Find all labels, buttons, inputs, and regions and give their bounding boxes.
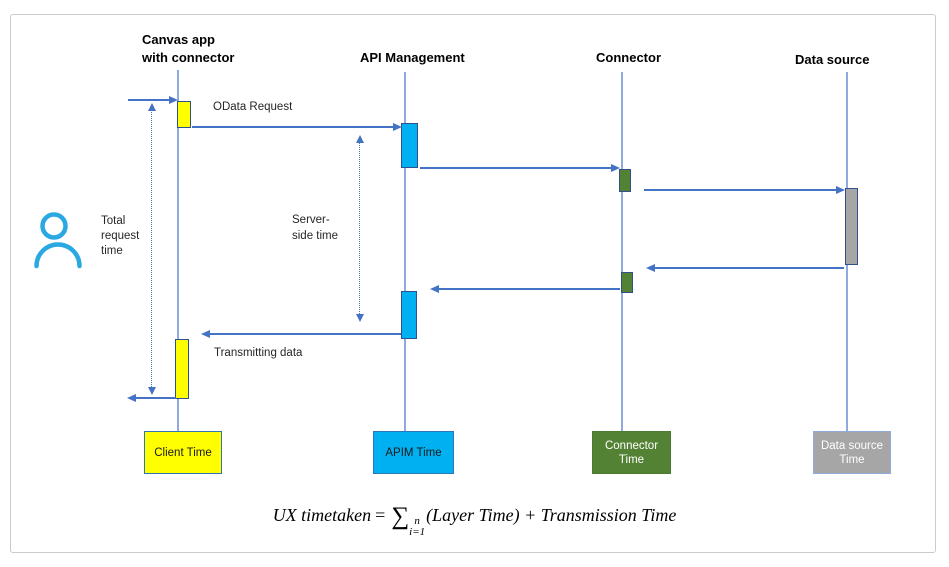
- legend-client-time-label: Client Time: [154, 446, 212, 459]
- legend-data-source-time-label: Data source Time: [820, 439, 883, 466]
- activation-apim-response: [401, 291, 417, 339]
- activation-connector-request: [619, 169, 631, 192]
- label-transmitting-data: Transmitting data: [214, 347, 303, 359]
- legend-client-time: Client Time: [144, 431, 222, 474]
- legend-connector-time-label: Connector Time: [604, 439, 659, 466]
- diagram-frame: [10, 14, 936, 553]
- activation-client-request: [177, 101, 191, 128]
- formula-lhs: UX timetaken: [272, 505, 372, 525]
- dimension-server-side-time: [355, 135, 364, 322]
- activation-connector-response: [621, 272, 633, 293]
- formula-equals: =: [375, 505, 386, 525]
- actor-title-connector: Connector: [596, 50, 661, 65]
- label-odata-request: OData Request: [213, 101, 293, 113]
- lifeline-connector: [621, 72, 623, 431]
- label-total-request-time: Total request time: [101, 215, 140, 257]
- activation-data-source: [845, 188, 858, 265]
- sigma-upper-limit: n: [414, 515, 420, 527]
- legend-connector-time: Connector Time: [592, 431, 671, 474]
- person-icon: [34, 212, 82, 269]
- lifeline-canvas-app: [177, 70, 179, 431]
- activation-apim-request: [401, 123, 418, 168]
- formula-rhs: (Layer Time) + Transmission Time: [426, 505, 677, 525]
- actor-title-data-source: Data source: [795, 52, 870, 67]
- actor-title-api-management: API Management: [360, 50, 465, 65]
- label-server-side-time: Server- side time: [292, 214, 339, 242]
- lifeline-api-management: [404, 72, 406, 431]
- legend-apim-time-label: APIM Time: [385, 446, 442, 459]
- activation-client-response: [175, 339, 189, 399]
- sigma-symbol: ∑: [391, 503, 410, 530]
- legend-apim-time: APIM Time: [373, 431, 454, 474]
- actor-title-canvas-app: Canvas app with connector: [142, 32, 235, 65]
- dimension-total-request-time: [147, 103, 156, 395]
- sigma-lower-limit: i=1: [409, 526, 426, 538]
- legend-data-source-time: Data source Time: [813, 431, 891, 474]
